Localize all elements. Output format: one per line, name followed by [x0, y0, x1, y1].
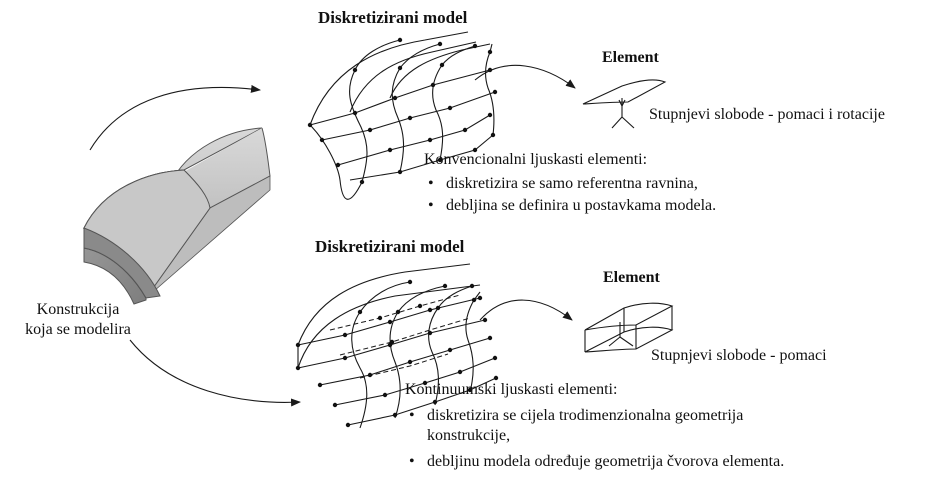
top-description-title: Konvencionalni ljuskasti elementi: — [424, 151, 648, 168]
bottom-dof-label: Stupnjevi slobode - pomaci — [651, 347, 827, 364]
arrow-structure-to-bottom-model — [129, 339, 301, 407]
arrow-structure-to-top-model — [89, 84, 261, 151]
top-bullet-list: diskretizira se samo referentna ravnina,… — [424, 176, 716, 220]
top-element — [582, 79, 667, 129]
bottom-element-title: Element — [603, 269, 660, 286]
bottom-bullet-1: diskretizira se cijela trodimenzionalna … — [405, 406, 825, 446]
top-model-title: Diskretizirani model — [318, 8, 468, 27]
top-mesh — [307, 31, 498, 200]
structure-shell — [82, 127, 271, 305]
bottom-description-title: Kontinuumski ljuskasti elementi: — [405, 381, 618, 398]
arrow-bottom-model-to-element — [479, 299, 573, 321]
top-element-title: Element — [602, 49, 659, 66]
bottom-model-title: Diskretizirani model — [315, 237, 465, 256]
top-dof-label: Stupnjevi slobode - pomaci i rotacije — [649, 106, 885, 123]
structure-label-line2: koja se modelira — [25, 321, 131, 338]
arrow-top-model-to-element — [474, 64, 576, 89]
structure-label: Konstrukcija koja se modelira — [8, 302, 148, 338]
top-bullet-2: debljina se definira u postavkama modela… — [424, 198, 716, 215]
bottom-mesh — [295, 263, 499, 429]
bottom-element — [584, 302, 674, 353]
bottom-bullet-list: diskretizira se cijela trodimenzionalna … — [405, 406, 825, 478]
top-bullet-1: diskretizira se samo referentna ravnina, — [424, 176, 716, 193]
bottom-bullet-2: debljinu modela određuje geometrija čvor… — [405, 452, 825, 472]
structure-label-line1: Konstrukcija — [36, 301, 120, 318]
